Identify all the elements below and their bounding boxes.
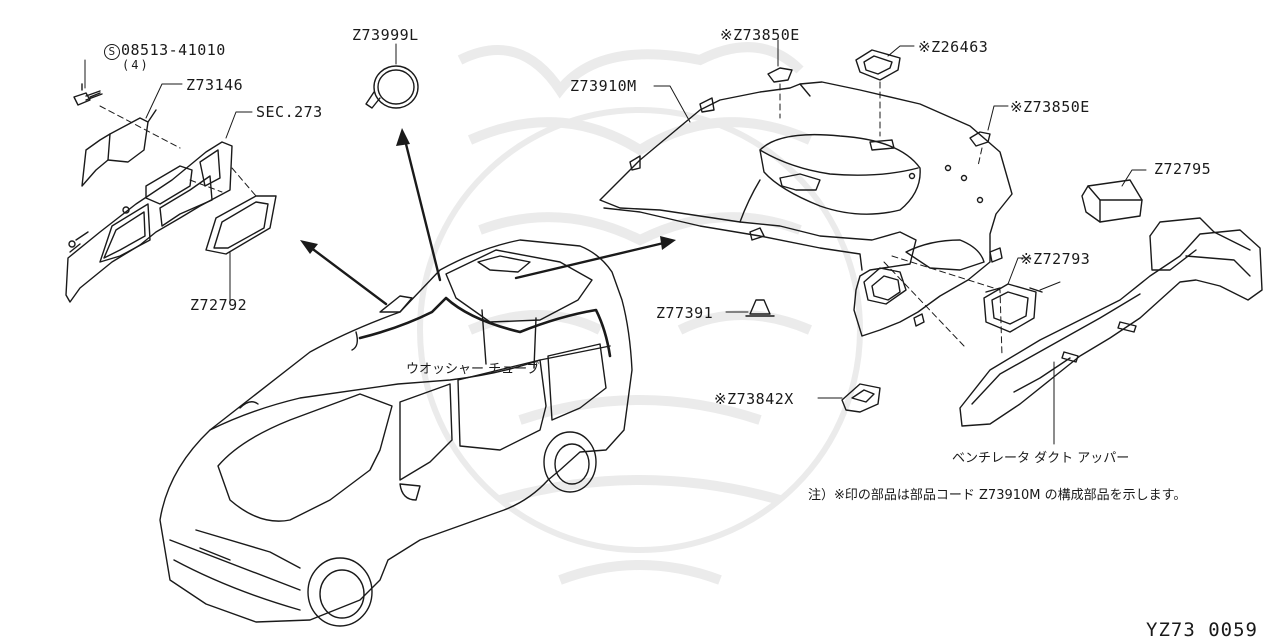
clip-part-label: Z77391 (656, 304, 714, 322)
headlining-part (599, 81, 1013, 337)
bracket-part-label: Z73146 (186, 76, 244, 94)
holder-part-label: ※Z73842X (714, 390, 794, 408)
headlining-part-label: Z73910M (570, 77, 637, 95)
pad-part-top-label: ※Z73850E (720, 26, 800, 44)
hose-clamp-part (365, 65, 419, 109)
clip-part (745, 299, 775, 317)
room-lamp-part (983, 283, 1043, 333)
washer-tube-leaders (481, 309, 537, 369)
arrow-heads (300, 128, 676, 254)
pointer-arrows (304, 134, 670, 306)
pad-part-right (969, 131, 991, 147)
pad-part-right-label: ※Z73850E (1010, 98, 1090, 116)
filter-part (1081, 179, 1143, 223)
screw-part-number: 08513-41010 (121, 41, 226, 59)
holder-part (841, 383, 881, 413)
washer-tube-label: ウオッシャー チューブ (406, 362, 540, 377)
screw-part (73, 83, 103, 106)
watermark-emblem (417, 42, 863, 585)
ventilator-duct-label: ベンチレータ ダクト アッパー (952, 451, 1130, 466)
screw-quantity: (4) (122, 58, 150, 72)
bracket-part (81, 109, 157, 187)
component-note: 注）※印の部品は部品コード Z73910M の構成部品を示します。 (808, 488, 1187, 503)
lamp-lens-part (205, 195, 277, 255)
leader-lines (84, 39, 1147, 445)
screw-symbol: S (104, 44, 120, 60)
section-reference-label: SEC.273 (256, 103, 323, 121)
ventilator-duct-part (959, 217, 1263, 427)
filter-part-label: Z72795 (1154, 160, 1212, 178)
vehicle-body (159, 239, 633, 627)
washer-tube-part (358, 296, 612, 358)
room-lamp-part-label: ※Z72793 (1020, 250, 1091, 268)
diagram-code: YZ73 0059 (1146, 619, 1258, 641)
lamp-lens-part-label: Z72792 (190, 296, 248, 314)
grommet-part-label: ※Z26463 (918, 38, 989, 56)
hose-clamp-part-label: Z73999L (352, 26, 419, 44)
guide-lines-left (99, 105, 257, 197)
guide-lines-right (779, 81, 1003, 357)
pad-part-top (767, 67, 793, 83)
grommet-part (855, 49, 901, 81)
sun-visor-assembly (65, 141, 233, 303)
